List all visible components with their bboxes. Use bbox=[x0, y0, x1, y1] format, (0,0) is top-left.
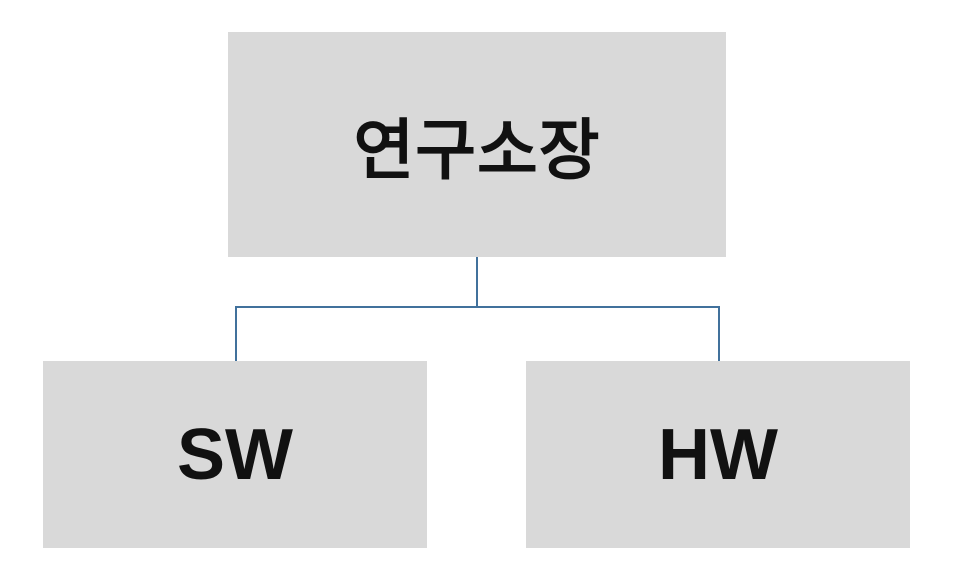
org-node-hw-label: HW bbox=[658, 414, 778, 495]
connector-drop-sw bbox=[235, 306, 237, 361]
org-node-sw-label: SW bbox=[177, 414, 293, 495]
org-node-research-director: 연구소장 bbox=[228, 32, 726, 257]
connector-drop-hw bbox=[718, 306, 720, 361]
org-node-research-director-label: 연구소장 bbox=[353, 112, 601, 187]
connector-root-stem bbox=[476, 257, 478, 308]
org-node-sw: SW bbox=[43, 361, 427, 548]
org-node-hw: HW bbox=[526, 361, 910, 548]
connector-horizontal bbox=[235, 306, 720, 308]
